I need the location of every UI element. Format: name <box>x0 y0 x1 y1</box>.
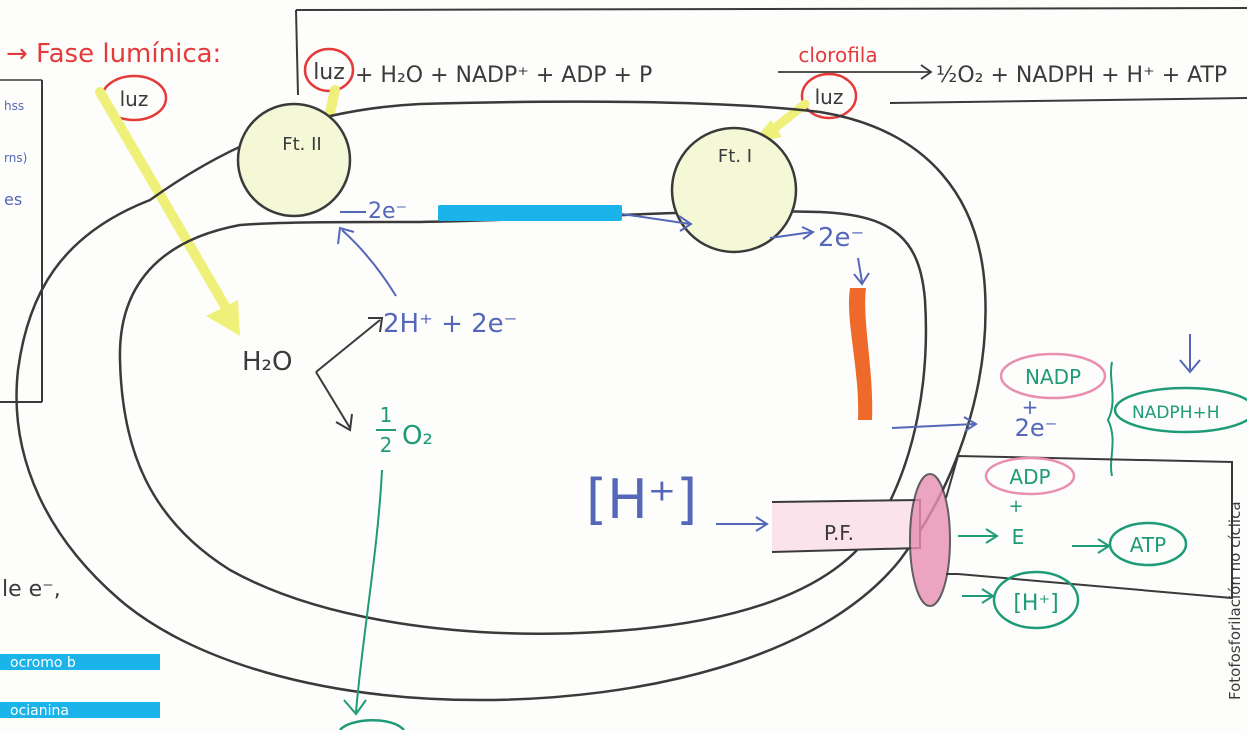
photolysis-arrow-down <box>315 371 351 429</box>
photosystem-1 <box>670 126 798 254</box>
ferredoxin-bar <box>848 288 873 420</box>
synthase-to-energy-arrowhead <box>985 528 999 544</box>
thylakoid-outer-membrane <box>15 100 987 702</box>
photolysis-arrowhead-down <box>335 413 353 432</box>
ps1-electron-arrowhead <box>801 226 816 240</box>
equation-box <box>295 7 1247 104</box>
eq-light: luz <box>313 60 345 85</box>
nadph-circle <box>1113 386 1247 434</box>
ps1-down-arrow <box>857 257 863 283</box>
left-partial-1: le e⁻, <box>2 577 61 602</box>
ferredoxin-to-nadp-arrowhead <box>963 416 978 432</box>
light-circle-right <box>800 72 858 120</box>
ferredoxin-to-nadp-arrow <box>891 423 976 429</box>
oxygen-label: O₂ <box>402 421 433 451</box>
note-frag-2: rns) <box>4 151 27 165</box>
atp-synthase-label: P.F. <box>824 521 854 545</box>
oxygen-exit-arrow <box>355 469 383 713</box>
photolysis-arrow-up <box>315 319 381 373</box>
left-highlight-1 <box>0 654 160 670</box>
nadph-label: NADPH+H <box>1132 403 1220 423</box>
electrons-to-nadp: 2e⁻ <box>1015 414 1058 442</box>
atp-circle <box>1108 521 1188 567</box>
ps1-down-arrowhead <box>853 272 870 286</box>
ps2-label: Ft. II <box>282 134 321 155</box>
atp-label: ATP <box>1130 533 1166 557</box>
protons-out-circle <box>992 570 1080 630</box>
adp-circle <box>984 456 1076 496</box>
proton-gradient-label: [H⁺] <box>586 468 697 531</box>
left-highlight-2 <box>0 702 160 718</box>
left-partial-2: ocromo b <box>10 655 76 671</box>
ps2-to-ps1-arrowhead <box>678 215 693 232</box>
photolysis-arrowhead-up <box>368 317 384 333</box>
nadp-label: NADP <box>1025 365 1081 389</box>
photophosphorylation-note: Fotofosforilación no cíclica <box>1226 501 1244 700</box>
cytochrome-b6f-bar <box>438 205 622 221</box>
eq-reactants: + H₂O + NADP⁺ + ADP + P <box>355 63 652 88</box>
electrons-from-ps1: 2e⁻ <box>818 223 864 253</box>
note-frag-1: hss <box>4 99 24 113</box>
left-notes-box: hss rns) es <box>0 79 43 403</box>
oxygen-numerator: 1 <box>380 403 393 427</box>
left-partial-3: ocianina <box>10 703 69 719</box>
proton-to-synthase-arrowhead <box>755 516 769 532</box>
nadph-incoming-arrowhead <box>1179 359 1201 374</box>
light-label-right: luz <box>815 85 844 109</box>
light-arrows <box>95 85 810 336</box>
ps2-to-ps1-arrow <box>621 213 691 225</box>
protons-out-label: [H⁺] <box>1013 591 1058 616</box>
eq-products: ½O₂ + NADPH + H⁺ + ATP <box>936 63 1227 88</box>
note-frag-3: es <box>4 190 22 209</box>
water-label: H₂O <box>242 347 292 377</box>
eq-catalyst: clorofila <box>798 43 877 67</box>
photosystem-2 <box>236 102 352 218</box>
adp-label: ADP <box>1009 465 1050 489</box>
synthase-to-protons-arrowhead <box>981 588 995 604</box>
light-circle-eq <box>303 47 355 93</box>
plus-2: + <box>1008 496 1023 517</box>
oxygen-denominator: 2 <box>380 433 393 457</box>
ps1-electron-arrow <box>769 231 813 239</box>
ps1-label: Ft. I <box>718 146 752 167</box>
atp-synthase-head <box>909 473 951 607</box>
thylakoid-inner-membrane <box>118 209 928 635</box>
electrons-to-ps2-arrowhead <box>337 226 355 245</box>
nadp-brace <box>1106 361 1114 477</box>
eq-reaction-arrowhead <box>920 64 933 80</box>
electrons-to-ps2-arrow <box>341 229 397 297</box>
oxygen-exit-arrowhead <box>343 699 367 716</box>
light-label-left: luz <box>120 87 149 111</box>
electrons-from-ps2: 2e⁻ <box>368 199 407 224</box>
plus-1: + <box>1022 395 1039 419</box>
energy-label: E <box>1012 525 1025 549</box>
phase-title: → Fase lumínica: <box>6 39 221 69</box>
protons-electrons-label: 2H⁺ + 2e⁻ <box>383 309 517 339</box>
photophosphorylation-box <box>945 454 1233 600</box>
oxygen-output-circle <box>339 719 405 731</box>
nadp-circle <box>999 352 1107 400</box>
